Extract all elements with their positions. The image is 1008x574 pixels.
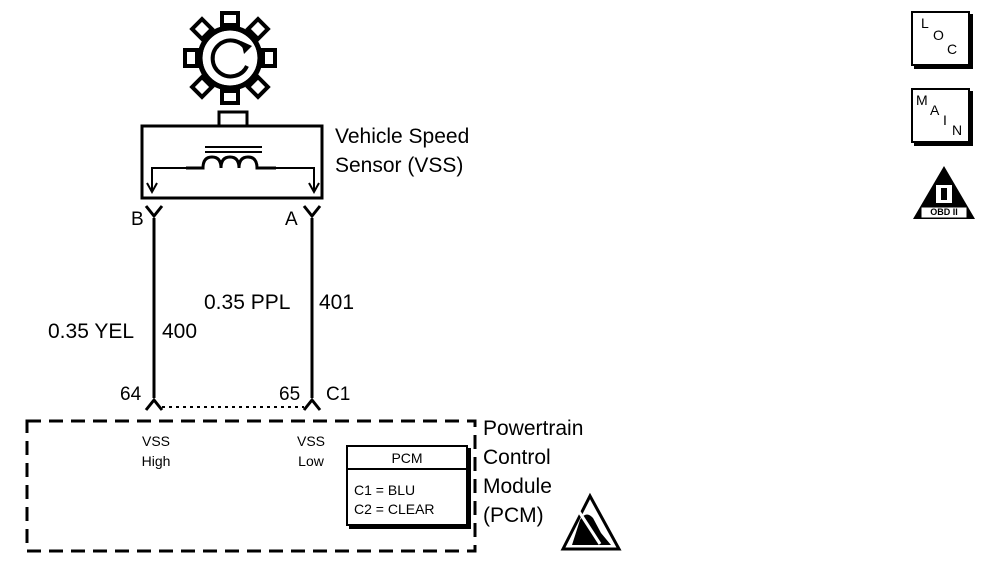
wire-yel-size-color: 0.35 YEL [48,320,135,343]
legend-title: PCM [391,450,423,466]
pcm-outline [25,419,477,553]
wire-yel-circuit: 400 [162,320,198,343]
obd-ii-icon [913,166,975,219]
legend-divider [348,468,466,470]
pcm-connector-legend: PCM C1 = BLU C2 = CLEAR [346,445,468,526]
sensor-name-line2: Sensor (VSS) [335,154,464,177]
wire-ppl-size-color: 0.35 PPL [204,291,291,314]
vss-high-line2: High [141,453,171,469]
main-letter-a: A [930,102,940,118]
connector-c1-label: C1 [326,384,351,405]
terminal-a-label: A [285,209,298,230]
pcm-name-line4: (PCM) [483,504,544,527]
vss-sensor-body [140,110,324,200]
vss-high-line1: VSS [141,433,170,449]
pcm-pin-65: 65 [279,384,301,405]
main-letter-n: N [952,122,963,138]
pcm-pin-64: 64 [120,384,142,405]
pcm-name-line2: Control [483,446,551,469]
wire-ppl-circuit: 401 [319,291,355,314]
terminal-b-label: B [131,209,144,230]
obd-ii-label: OBD II [930,207,958,217]
loc-letter-l: L [921,15,929,31]
legend-row-c2: C2 = CLEAR [354,501,435,517]
legend-row-c1: C1 = BLU [354,482,416,498]
main-letter-m: M [916,92,928,108]
main-letter-i: I [943,112,947,128]
sensor-name-line1: Vehicle Speed [335,125,470,148]
gear-rotation-icon [183,11,277,105]
main-icon[interactable]: M A I N [911,88,970,143]
vss-low-line2: Low [298,453,324,469]
loc-letter-o: O [933,27,944,43]
pcm-name-line3: Module [483,475,552,498]
esd-warning-icon [560,492,622,551]
harness-wires [144,205,322,411]
pcm-name-line1: Powertrain [483,417,584,440]
loc-icon[interactable]: L O C [911,11,970,66]
loc-letter-c: C [947,41,958,57]
vss-low-line1: VSS [296,433,325,449]
